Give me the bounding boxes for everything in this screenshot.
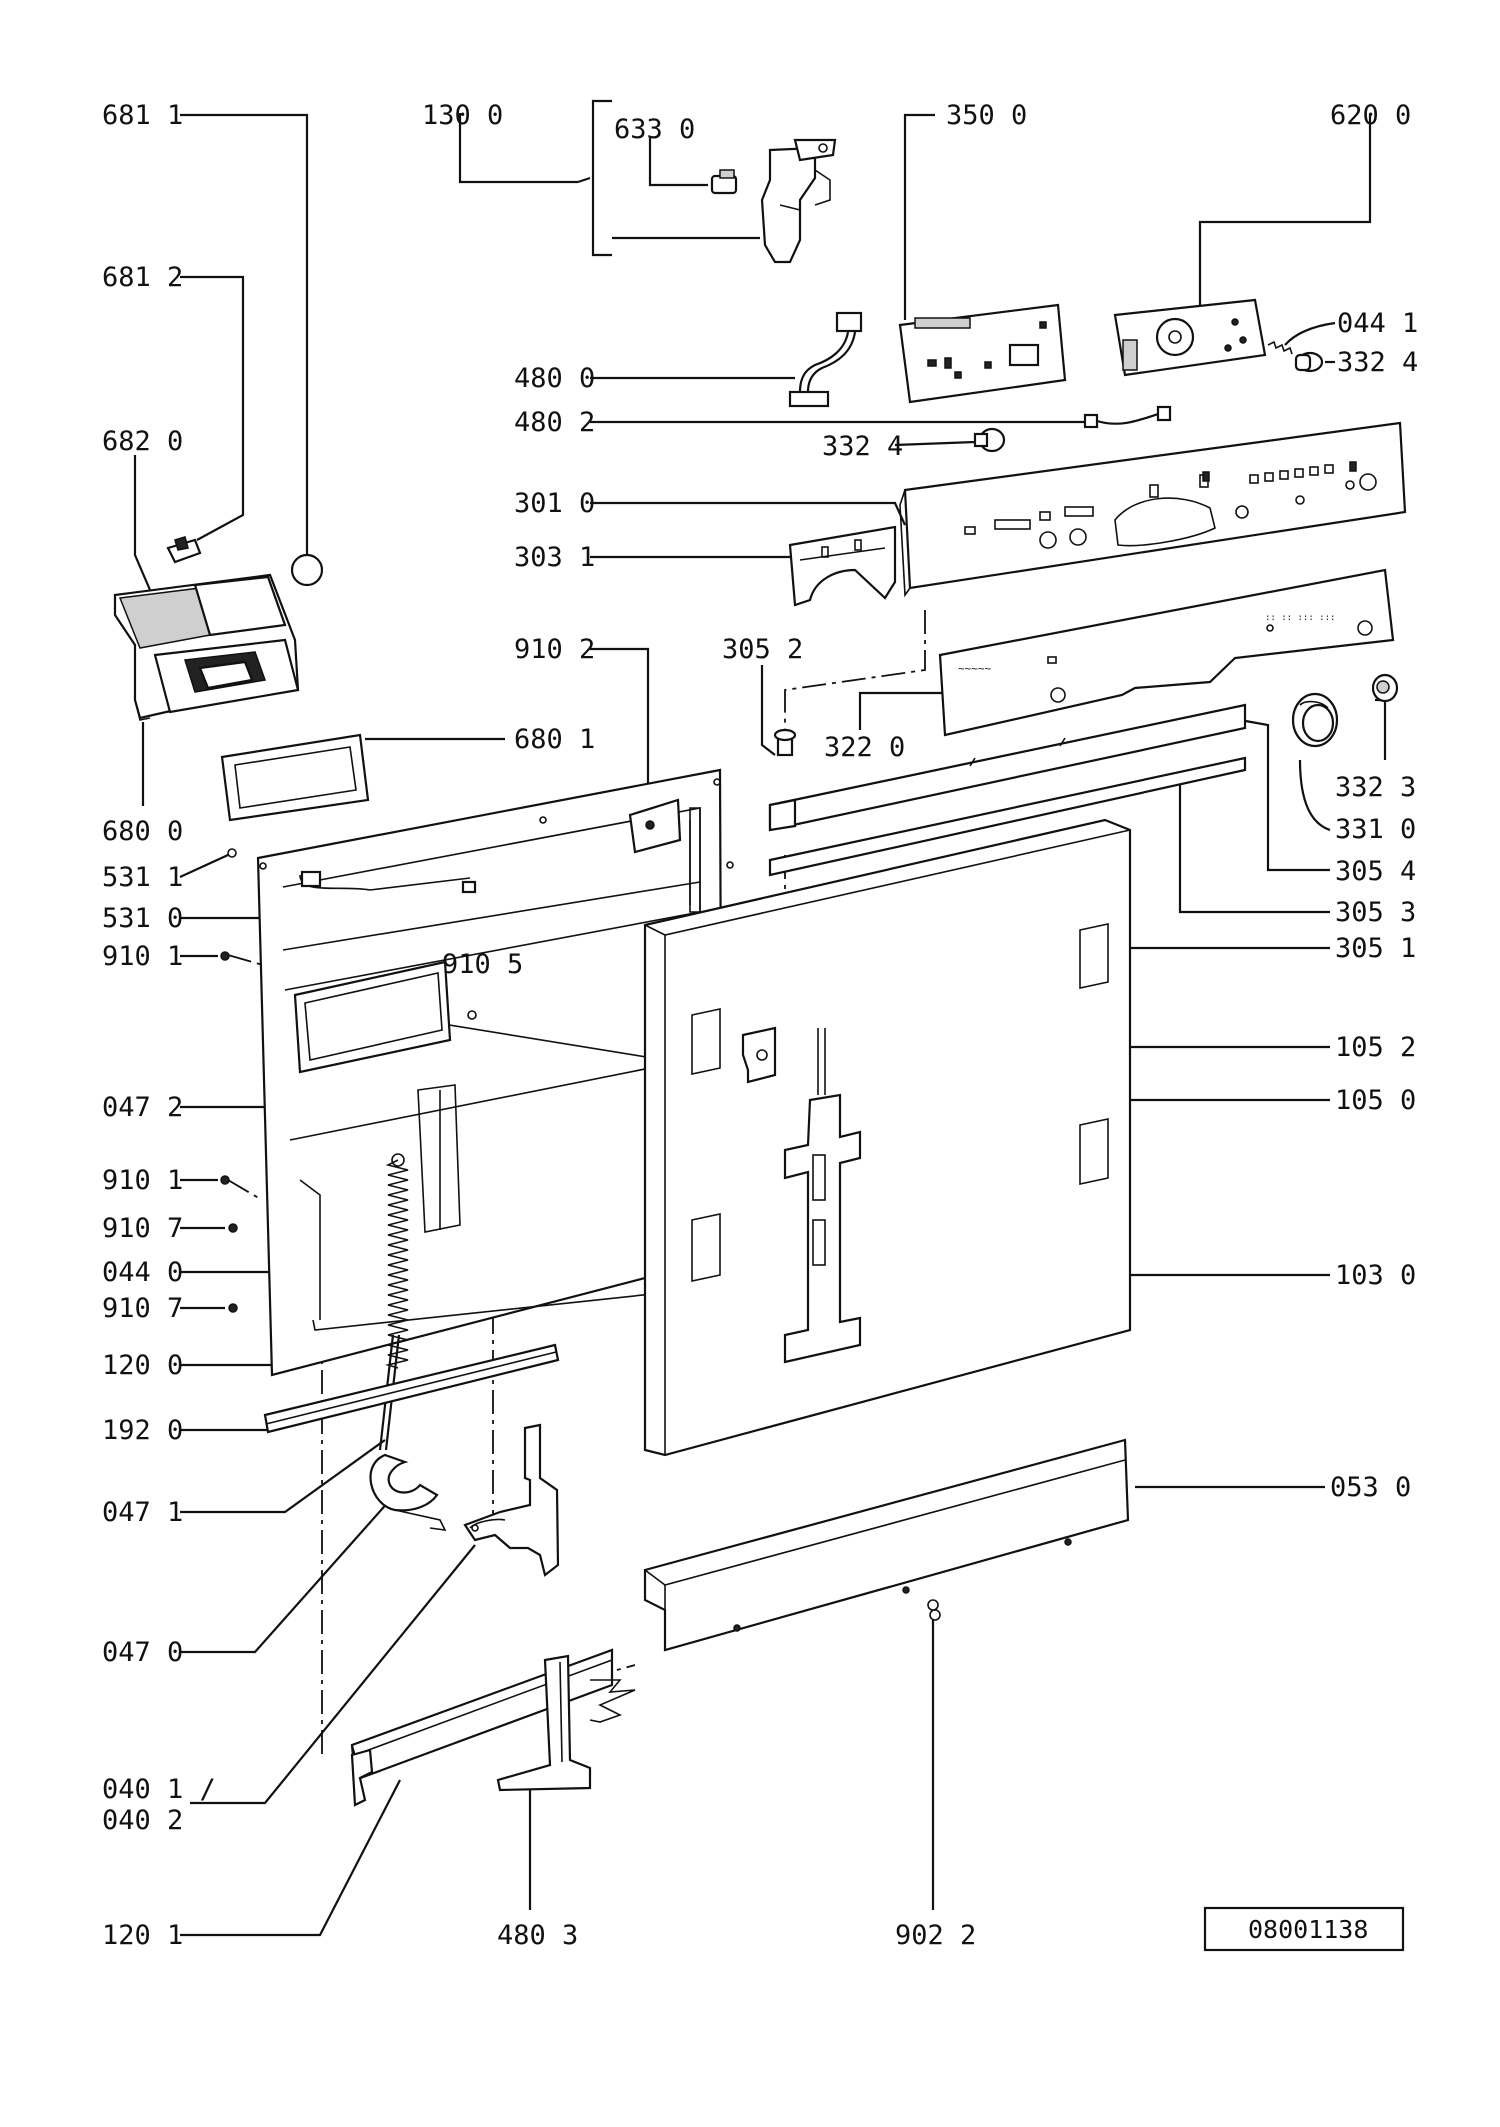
- callout-480-2: 480 2: [514, 407, 595, 438]
- lever-681-2: [166, 536, 202, 564]
- callout-681-2: 681 2: [102, 262, 183, 293]
- wiring-harness-480-0: [788, 311, 863, 408]
- callout-105-0: 105 0: [1335, 1085, 1416, 1116]
- callout-301-0: 301 0: [514, 488, 595, 519]
- callout-910-1-upper: 910 1: [102, 941, 183, 972]
- callout-331-0: 331 0: [1335, 814, 1416, 845]
- callout-040-2: 040 2: [102, 1805, 183, 1836]
- callout-120-0: 120 0: [102, 1350, 183, 1381]
- detergent-dispenser-680: [113, 573, 300, 721]
- callout-910-2: 910 2: [514, 634, 595, 665]
- callout-531-0: 531 0: [102, 903, 183, 934]
- fascia-panel-322: ~~~~~ :: :: ::: :::: [938, 568, 1395, 737]
- svg-text:~~~~~: ~~~~~: [958, 662, 991, 675]
- screw-902-2: [927, 1599, 941, 1621]
- callout-047-1: 047 1: [102, 1497, 183, 1528]
- callout-681-1: 681 1: [102, 100, 183, 131]
- knob-331: [1291, 692, 1339, 748]
- svg-text::: :: ::: :::: :: :: ::: :::: [1265, 613, 1335, 623]
- callout-332-3: 332 3: [1335, 772, 1416, 803]
- callout-680-0: 680 0: [102, 816, 183, 847]
- callout-192-0: 192 0: [102, 1415, 183, 1446]
- callout-531-1: 531 1: [102, 862, 183, 893]
- callout-047-0: 047 0: [102, 1637, 183, 1668]
- switch-part-633: [710, 169, 738, 195]
- callout-910-1-lower: 910 1: [102, 1165, 183, 1196]
- callout-332-4-lower: 332 4: [822, 431, 903, 462]
- door-spring-044: [384, 1153, 409, 1369]
- hinge-bracket-040: [463, 1423, 560, 1577]
- knob-332-4-small: [1294, 351, 1324, 373]
- callout-633-0: 633 0: [614, 114, 695, 145]
- callout-350-0: 350 0: [946, 100, 1027, 131]
- hinge-bar-192: [263, 1343, 560, 1434]
- seal-strip-305-3: [768, 756, 1247, 877]
- door-latch-bracket: [760, 138, 837, 264]
- programmer-timer-module: [1113, 298, 1267, 377]
- callout-053-0: 053 0: [1330, 1472, 1411, 1503]
- cap-681-1: [290, 553, 324, 587]
- callout-680-1: 680 1: [514, 724, 595, 755]
- hinge-pin-305-2: [773, 728, 797, 757]
- callout-910-7-upper: 910 7: [102, 1213, 183, 1244]
- callout-labels: 681 1 681 2 682 0 680 0 531 1 531 0 910 …: [102, 100, 1418, 1951]
- door-cable-047: [369, 1334, 447, 1531]
- spring-044-1: [1267, 340, 1293, 355]
- inner-door-panel-120: [256, 768, 734, 1377]
- callout-305-2: 305 2: [722, 634, 803, 665]
- callout-322-0: 322 0: [824, 732, 905, 763]
- callout-103-0: 103 0: [1335, 1260, 1416, 1291]
- bottom-trim-120-1: [350, 1648, 636, 1807]
- callout-910-5: 910 5: [442, 949, 523, 980]
- dispenser-gasket-680-1: [220, 733, 370, 822]
- electronic-control-board: [898, 303, 1067, 404]
- callout-303-1: 303 1: [514, 542, 595, 573]
- drawing-number: 08001138: [1248, 1915, 1368, 1944]
- callout-480-0: 480 0: [514, 363, 595, 394]
- callout-305-1: 305 1: [1335, 933, 1416, 964]
- drawing-number-box: [1203, 1906, 1405, 1952]
- callout-332-4-upper: 332 4: [1337, 347, 1418, 378]
- callout-480-3: 480 3: [497, 1920, 578, 1951]
- callout-910-7-lower: 910 7: [102, 1293, 183, 1324]
- callout-120-1: 120 1: [102, 1920, 183, 1951]
- callout-902-2: 902 2: [895, 1920, 976, 1951]
- indicator-lamp-332-4: [973, 427, 1006, 453]
- screws-910: [220, 848, 477, 1313]
- callout-105-2: 105 2: [1335, 1032, 1416, 1063]
- callout-044-1: 044 1: [1337, 308, 1418, 339]
- callout-130-0: 130 0: [422, 100, 503, 131]
- handle-trim-303: [788, 525, 897, 607]
- callout-682-0: 682 0: [102, 426, 183, 457]
- cable-480-2: [1083, 405, 1172, 429]
- callout-305-3: 305 3: [1335, 897, 1416, 928]
- knob-332-3: [1371, 673, 1399, 703]
- plinth-053: [643, 1438, 1130, 1652]
- outer-door-panel-103: [643, 818, 1132, 1457]
- frame-bar-305-4: [768, 703, 1247, 832]
- callout-305-4: 305 4: [1335, 856, 1416, 887]
- callout-044-0: 044 0: [102, 1257, 183, 1288]
- control-panel-301: [899, 421, 1407, 598]
- callout-047-2: 047 2: [102, 1092, 183, 1123]
- callout-620-0: 620 0: [1330, 100, 1411, 131]
- callout-040-1: 040 1 /: [102, 1774, 216, 1805]
- clip-480-3: [496, 1654, 592, 1792]
